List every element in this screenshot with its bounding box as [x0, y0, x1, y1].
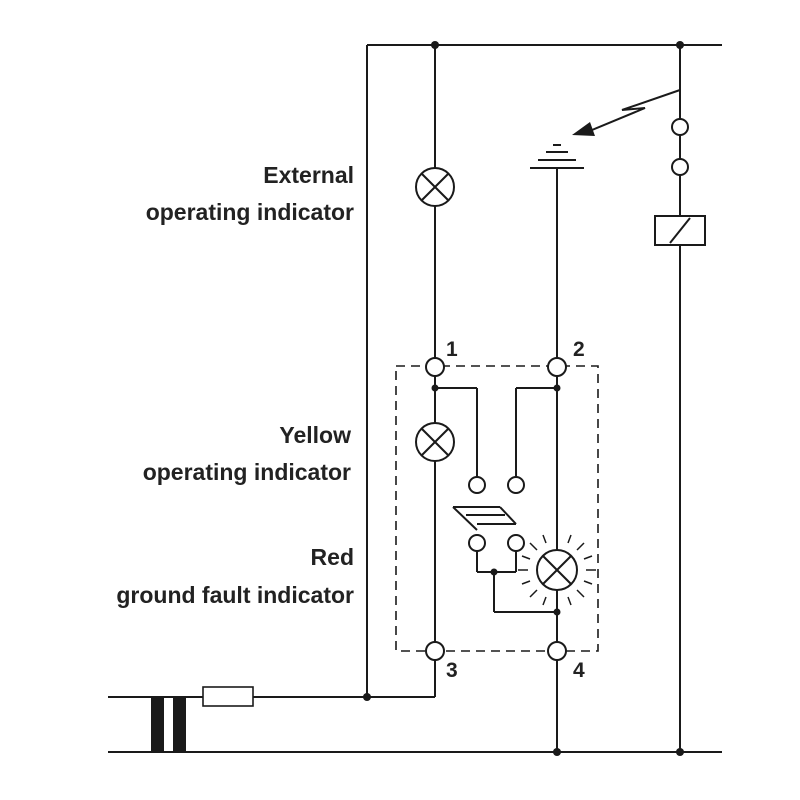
yellow-indicator-lamp-icon	[415, 422, 455, 462]
external-indicator-branch	[415, 45, 455, 358]
terminal-2-label: 2	[573, 338, 585, 361]
terminal-1-label: 1	[446, 338, 458, 361]
bottom-wiring	[363, 660, 561, 756]
earth-branch	[530, 144, 584, 360]
device-enclosure	[395, 365, 599, 652]
earth-symbol-icon	[530, 144, 584, 169]
internal-wiring	[431, 376, 561, 642]
external-indicator-lamp-icon	[415, 167, 455, 207]
top-bus	[366, 41, 722, 697]
external-indicator-label-1: External	[263, 162, 354, 188]
yellow-indicator-label-1: Yellow	[279, 422, 351, 448]
yellow-indicator-label-2: operating indicator	[143, 459, 351, 485]
red-indicator-label-1: Red	[311, 544, 354, 570]
terminal-3-label: 3	[446, 659, 458, 682]
relay-branch	[654, 45, 706, 756]
relay-coil-icon	[654, 215, 706, 246]
ground-fault-arrow-icon	[572, 89, 681, 136]
relay-contact-lower	[671, 158, 689, 176]
terminal-4	[547, 641, 567, 661]
terminal-3	[425, 641, 445, 661]
red-indicator-label-2: ground fault indicator	[116, 582, 354, 608]
test-switch-icon	[452, 506, 517, 531]
transformer-icon	[151, 697, 186, 753]
contact-b	[507, 476, 525, 494]
terminal-4-label: 4	[573, 659, 585, 682]
external-indicator-label-2: operating indicator	[146, 199, 354, 225]
fuse-icon	[202, 686, 254, 707]
red-indicator-lamp-icon	[518, 531, 596, 609]
relay-contact-upper	[671, 118, 689, 136]
terminal-2	[547, 357, 567, 377]
contact-d	[507, 534, 525, 552]
supply-lines	[108, 696, 722, 753]
contact-a	[468, 476, 486, 494]
terminal-1	[425, 357, 445, 377]
contact-c	[468, 534, 486, 552]
